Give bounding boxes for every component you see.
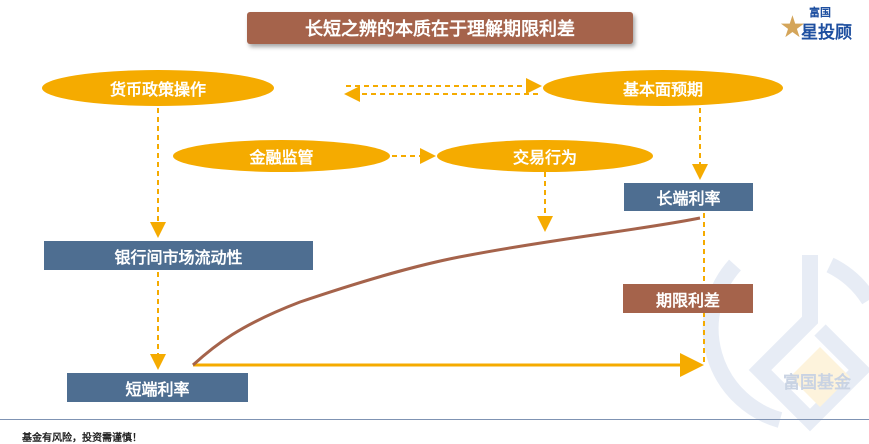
node-trading: 交易行为	[437, 140, 653, 172]
watermark-diamond	[790, 347, 850, 407]
watermark-text: 富国基金	[783, 373, 851, 393]
watermark-logo	[702, 255, 869, 432]
risk-disclaimer: 基金有风险，投资需谨慎！	[22, 433, 142, 444]
dashed-arrows	[150, 78, 708, 370]
logo-bottom-text: 星投顾	[801, 23, 852, 43]
star-icon: ★	[779, 10, 806, 45]
node-short-rate: 短端利率	[67, 373, 248, 402]
logo-top-text: 富国	[809, 6, 831, 19]
page-title: 长短之辨的本质在于理解期限利差	[247, 12, 633, 44]
brand-logo: ★ 富国 星投顾	[779, 4, 859, 45]
node-fundamentals: 基本面预期	[543, 70, 783, 106]
node-monetary-policy: 货币政策操作	[42, 70, 274, 106]
yield-curve	[191, 216, 701, 367]
node-interbank-liquidity: 银行间市场流动性	[44, 241, 313, 270]
footer-divider	[0, 419, 869, 420]
node-term-spread: 期限利差	[623, 284, 753, 313]
node-long-rate: 长端利率	[624, 183, 753, 211]
node-regulation: 金融监管	[173, 140, 390, 172]
